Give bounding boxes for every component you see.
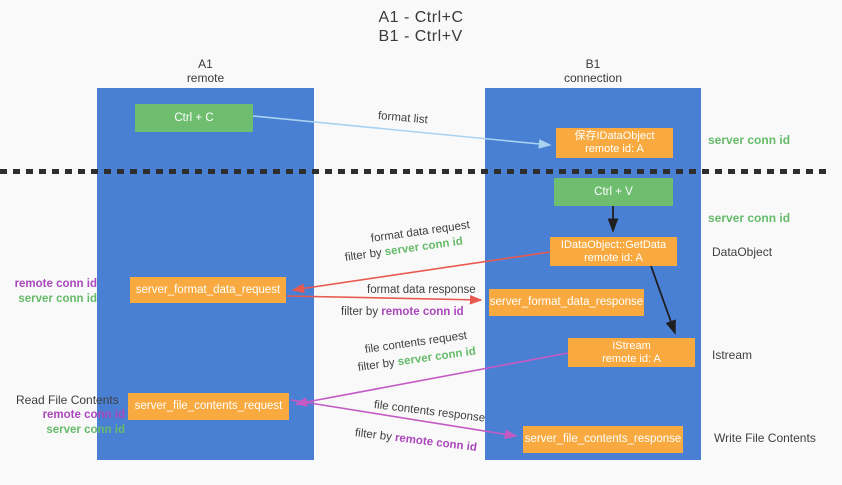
lane-b1-role: connection (563, 71, 623, 85)
dotted-divider-line (0, 169, 826, 174)
edge-label-file-contents-response: file contents response (373, 399, 486, 425)
edge-label-format-data-response: format data response (367, 284, 476, 296)
title-line-2: B1 - Ctrl+V (378, 28, 463, 45)
node-ctrl-c-label: Ctrl + C (174, 112, 214, 124)
node-idataobject-getdata-line1: IDataObject::GetData (560, 238, 667, 251)
label-server-conn-id-mid: server conn id (708, 211, 791, 225)
lane-a1-name: A1 (198, 57, 213, 71)
diagram-title: A1 - Ctrl+C B1 - Ctrl+V (378, 8, 463, 46)
node-server-file-contents-response-label: server_file_contents_response (524, 433, 682, 445)
filter-by-text-1: filter by (344, 246, 383, 264)
filter-by-text-3: filter by (357, 356, 396, 374)
node-server-file-contents-response: server_file_contents_response (523, 426, 683, 453)
node-server-format-data-request-label: server_format_data_request (135, 283, 281, 296)
lane-header-a1: A1 remote (97, 57, 314, 85)
label-remote-conn-id-2: remote conn id (42, 409, 125, 421)
node-server-file-contents-request-label: server_file_contents_request (134, 400, 283, 412)
node-idataobject-getdata-line2: remote id: A (584, 251, 643, 264)
lane-b1-name: B1 (585, 57, 601, 71)
node-istream-line1: IStream (612, 339, 651, 352)
filter-by-text-2: filter by (341, 306, 379, 318)
label-read-file-contents: Read File Contents (16, 393, 119, 407)
node-save-idataobject-line1: 保存IDataObject (574, 130, 655, 142)
edge-label-filter-remote-2: filter by remote conn id (354, 427, 477, 454)
arrow-format-data-response (286, 294, 483, 305)
filter-remote-conn-id-2: remote conn id (394, 431, 478, 454)
label-server-conn-id-2: server conn id (46, 424, 125, 436)
edge-label-filter-remote-1: filter by remote conn id (341, 306, 464, 318)
label-dataobject: DataObject (712, 245, 773, 259)
node-istream-line2: remote id: A (602, 352, 661, 365)
label-write-file-contents: Write File Contents (714, 431, 816, 445)
node-istream: IStream remote id: A (568, 338, 695, 367)
node-idataobject-getdata: IDataObject::GetData remote id: A (550, 237, 677, 266)
node-server-file-contents-request: server_file_contents_request (128, 393, 289, 420)
node-server-format-data-response-label: server_format_data_response (489, 296, 644, 308)
node-server-format-data-request: server_format_data_request (130, 277, 286, 303)
label-istream: Istream (712, 348, 753, 362)
node-save-idataobject: 保存IDataObject remote id: A (556, 128, 673, 158)
lane-a1-role: remote (186, 71, 225, 85)
lane-header-b1: B1 connection (485, 57, 701, 85)
label-server-conn-id-1: server conn id (18, 293, 97, 305)
node-save-idataobject-line2: remote id: A (585, 143, 644, 155)
label-remote-conn-id-1: remote conn id (14, 278, 97, 290)
conn-id-pair-format: remote conn id server conn id (8, 277, 97, 307)
label-server-conn-id-top: server conn id (708, 133, 791, 147)
node-server-format-data-response: server_format_data_response (489, 289, 644, 316)
conn-id-pair-file: remote conn id server conn id (20, 408, 125, 438)
node-ctrl-v-label: Ctrl + V (594, 186, 633, 198)
node-ctrl-c: Ctrl + C (135, 104, 253, 132)
edge-label-format-list: format list (377, 110, 429, 127)
filter-remote-conn-id-1: remote conn id (381, 306, 464, 318)
node-ctrl-v: Ctrl + V (554, 178, 673, 206)
filter-by-text-4: filter by (354, 427, 393, 444)
title-line-1: A1 - Ctrl+C (378, 9, 464, 26)
